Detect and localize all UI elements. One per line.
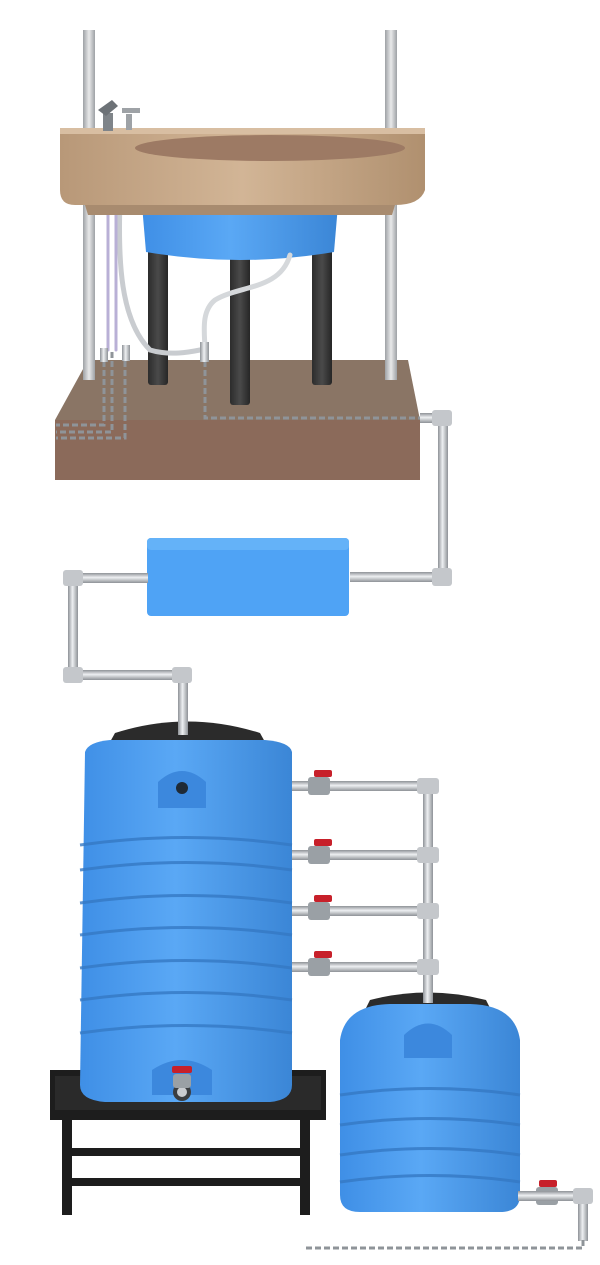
tank-inlet-stub (178, 715, 188, 735)
faucet-icon (98, 100, 140, 131)
basin-collector (142, 205, 338, 260)
tank-outlet-manifold (292, 778, 439, 991)
secondary-outlet-pipe (306, 1188, 593, 1250)
slab-pipe-stubs (100, 342, 209, 362)
valve-1 (308, 770, 332, 795)
valve-5-drain (172, 1066, 192, 1088)
valve-3 (308, 895, 332, 920)
pipe-to-tank (63, 570, 192, 722)
storage-tank-icon (79, 721, 293, 1102)
tank-ribs (79, 836, 293, 1035)
filter-unit-icon (147, 538, 349, 616)
sink-basin-icon (60, 128, 425, 215)
flex-hoses (106, 197, 293, 356)
drain-lines-slab (56, 352, 440, 440)
pipe-to-filter (350, 410, 452, 586)
valve-4 (308, 951, 332, 976)
valve-2 (308, 839, 332, 864)
secondary-tank-icon (339, 985, 521, 1212)
